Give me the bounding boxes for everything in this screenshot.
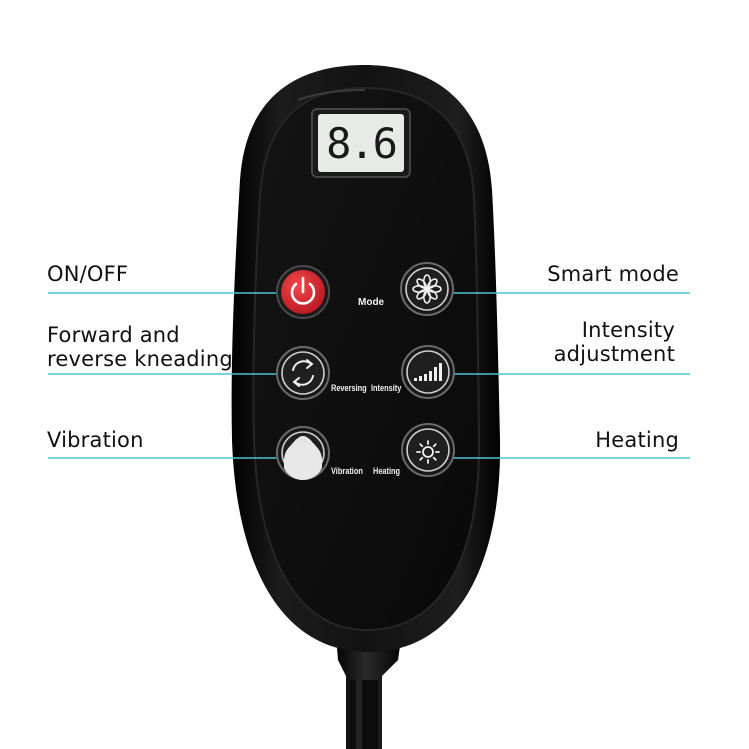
intensity-button[interactable] <box>401 345 455 399</box>
callout-on-off: ON/OFF <box>47 262 129 286</box>
lcd-display <box>311 108 411 178</box>
callout-forward-reverse-line2: reverse kneading <box>47 347 233 371</box>
mode-label: Mode <box>358 297 385 308</box>
heating-label: Heating <box>373 466 401 476</box>
intensity-label: Intensity <box>371 383 402 393</box>
mode-button[interactable] <box>400 262 454 316</box>
power-icon <box>290 276 316 305</box>
lcd-value: 8.6 <box>326 119 398 168</box>
callout-vibration: Vibration <box>47 428 144 452</box>
rotate-arrows-icon <box>292 359 314 387</box>
callout-intensity-line1: Intensity <box>581 318 675 342</box>
heating-button[interactable] <box>401 423 455 477</box>
reversing-button[interactable] <box>276 346 330 400</box>
callout-heating: Heating <box>595 428 679 452</box>
remote-body <box>231 65 501 653</box>
wave-icon <box>284 436 322 481</box>
reversing-label: Reversing <box>331 383 367 393</box>
callout-forward-reverse-line1: Forward and <box>47 323 180 347</box>
callout-smart-mode: Smart mode <box>547 262 679 286</box>
vibration-button[interactable] <box>276 426 330 481</box>
signal-bars-icon <box>414 363 442 381</box>
callout-intensity-line2: adjustment <box>553 342 675 366</box>
sun-icon <box>416 440 440 464</box>
callout-intensity-adjustment: Intensity adjustment <box>554 318 675 366</box>
vibration-label: Vibration <box>331 466 363 476</box>
flower-icon <box>412 274 442 304</box>
power-button[interactable] <box>276 265 330 319</box>
guide-lines <box>48 292 690 459</box>
callout-forward-reverse: Forward and reverse kneading <box>47 323 233 371</box>
